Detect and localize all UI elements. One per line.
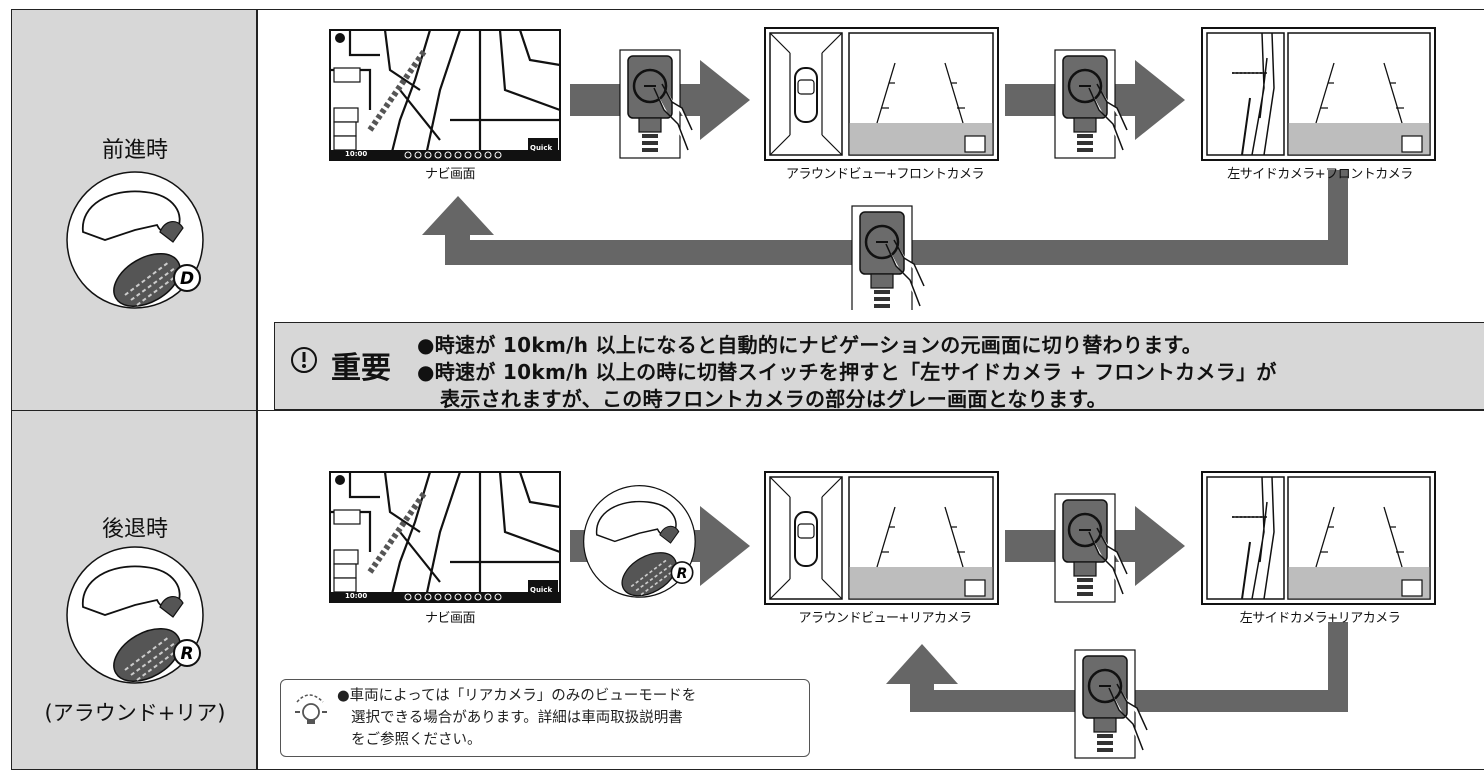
around-rear-screen xyxy=(764,471,999,605)
gear-hand-d-icon: D xyxy=(66,171,204,312)
reverse-flow-diagram: 10:00 Quick R xyxy=(280,412,1436,760)
point-line-3: をご参照ください。 xyxy=(351,732,482,748)
important-notice: 重要 ●時速が 10km/h 以上になると自動的にナビゲーションの元画面に切り替… xyxy=(274,322,1484,411)
gear-letter-r: R xyxy=(677,566,688,582)
point-line-1: ●車両によっては「リアカメラ」のみのビューモードを xyxy=(337,688,697,704)
caption-reverse-side: 左サイドカメラ+リアカメラ xyxy=(1239,611,1401,626)
important-line-1: ●時速が 10km/h 以上になると自動的にナビゲーションの元画面に切り替わりま… xyxy=(417,333,1203,357)
forward-label-cell: 前進時 D xyxy=(11,9,257,411)
nav-clock: 10:00 xyxy=(345,592,367,600)
side-front-screen xyxy=(1201,27,1436,161)
gear-shift-r-icon: R xyxy=(582,484,696,606)
caption-reverse-nav: ナビ画面 xyxy=(424,611,476,626)
forward-flow-diagram: 10:00 Quick xyxy=(280,27,1436,310)
caption-reverse-around: アラウンドビュー+リアカメラ xyxy=(798,611,972,626)
one-point-lightbulb-icon xyxy=(295,694,327,724)
around-front-screen xyxy=(764,27,999,161)
reverse-subtitle: (アラウンド+リア) xyxy=(44,701,226,725)
reverse-nav-screen xyxy=(330,472,560,602)
forward-nav-screen xyxy=(330,30,560,160)
gear-letter-d: D xyxy=(180,269,194,289)
important-line-2: ●時速が 10km/h 以上の時に切替スイッチを押すと「左サイドカメラ + フロ… xyxy=(417,360,1277,384)
important-title: 重要 xyxy=(331,351,391,386)
caption-forward-side: 左サイドカメラ+フロントカメラ xyxy=(1227,167,1413,182)
nav-quick: Quick xyxy=(530,144,552,152)
reverse-title: 後退時 xyxy=(101,517,168,542)
caption-forward-nav: ナビ画面 xyxy=(424,167,476,182)
side-rear-screen xyxy=(1201,471,1436,605)
gear-hand-r-icon: R xyxy=(66,546,204,687)
important-line-3: 表示されますが、この時フロントカメラの部分はグレー画面となります。 xyxy=(440,387,1107,411)
forward-title: 前進時 xyxy=(101,138,168,163)
exclamation-circle-icon xyxy=(291,347,317,373)
gear-letter-r: R xyxy=(180,644,193,664)
caption-forward-around: アラウンドビュー+フロントカメラ xyxy=(786,167,984,182)
nav-quick: Quick xyxy=(530,586,552,594)
point-line-2: 選択できる場合があります。詳細は車両取扱説明書 xyxy=(351,710,683,726)
one-point-tip: ●車両によっては「リアカメラ」のみのビューモードを 選択できる場合があります。詳… xyxy=(280,679,810,757)
reverse-label-cell: 後退時 R (アラウンド+リア) xyxy=(11,410,257,770)
nav-clock: 10:00 xyxy=(345,150,367,158)
return-arrow xyxy=(422,170,1348,265)
